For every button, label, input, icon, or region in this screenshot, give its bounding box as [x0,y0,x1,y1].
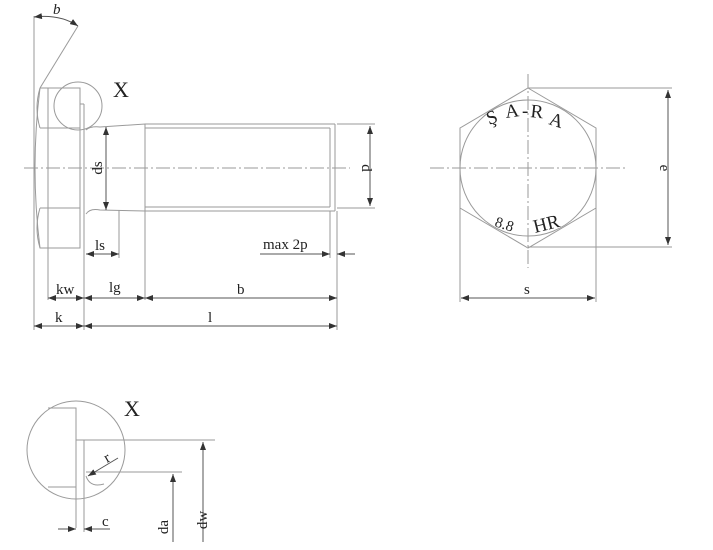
detail-circle [53,81,103,131]
hexagon [459,87,597,249]
angle-leg [39,25,79,89]
head-view: Ş A - R A 8.8 HR e s [430,74,672,302]
s-label: s [524,282,530,298]
r-leader [87,457,119,477]
lg-label: lg [109,280,121,296]
head-profile [48,407,77,528]
d-label: d [358,164,374,172]
l-label: l [208,310,212,326]
b-label: b [237,282,245,298]
ls-label: ls [95,238,105,254]
marking-letter: R [529,101,544,123]
property-class-marking: 8.8 [493,215,516,236]
c-label: c [102,514,109,530]
e-label: e [656,165,672,172]
detail-title: X [124,396,140,421]
detail-view: X r dw da c [26,396,215,542]
dw-label: dw [195,511,211,530]
da-label: da [156,520,172,535]
hex-chamfer [36,207,41,249]
fillet-radius [85,475,105,486]
r-label: r [101,450,113,466]
bearing-circle [459,99,597,237]
k-label: k [55,310,63,326]
kw-label: kw [56,282,75,298]
hr-marking: HR [531,211,562,238]
marking-letter: - [522,101,528,122]
marking-letter: A [504,100,521,123]
ds-label: ds [90,161,106,175]
angle-label: b [53,2,61,18]
side-view: b X ds d [24,2,375,330]
marking-letter: A [546,109,566,133]
detail-marker-label: X [113,77,129,102]
max2p-label: max 2p [263,237,308,253]
marking-letter: Ş [484,106,501,129]
angle-arc [33,13,79,27]
hex-chamfer [36,87,41,129]
